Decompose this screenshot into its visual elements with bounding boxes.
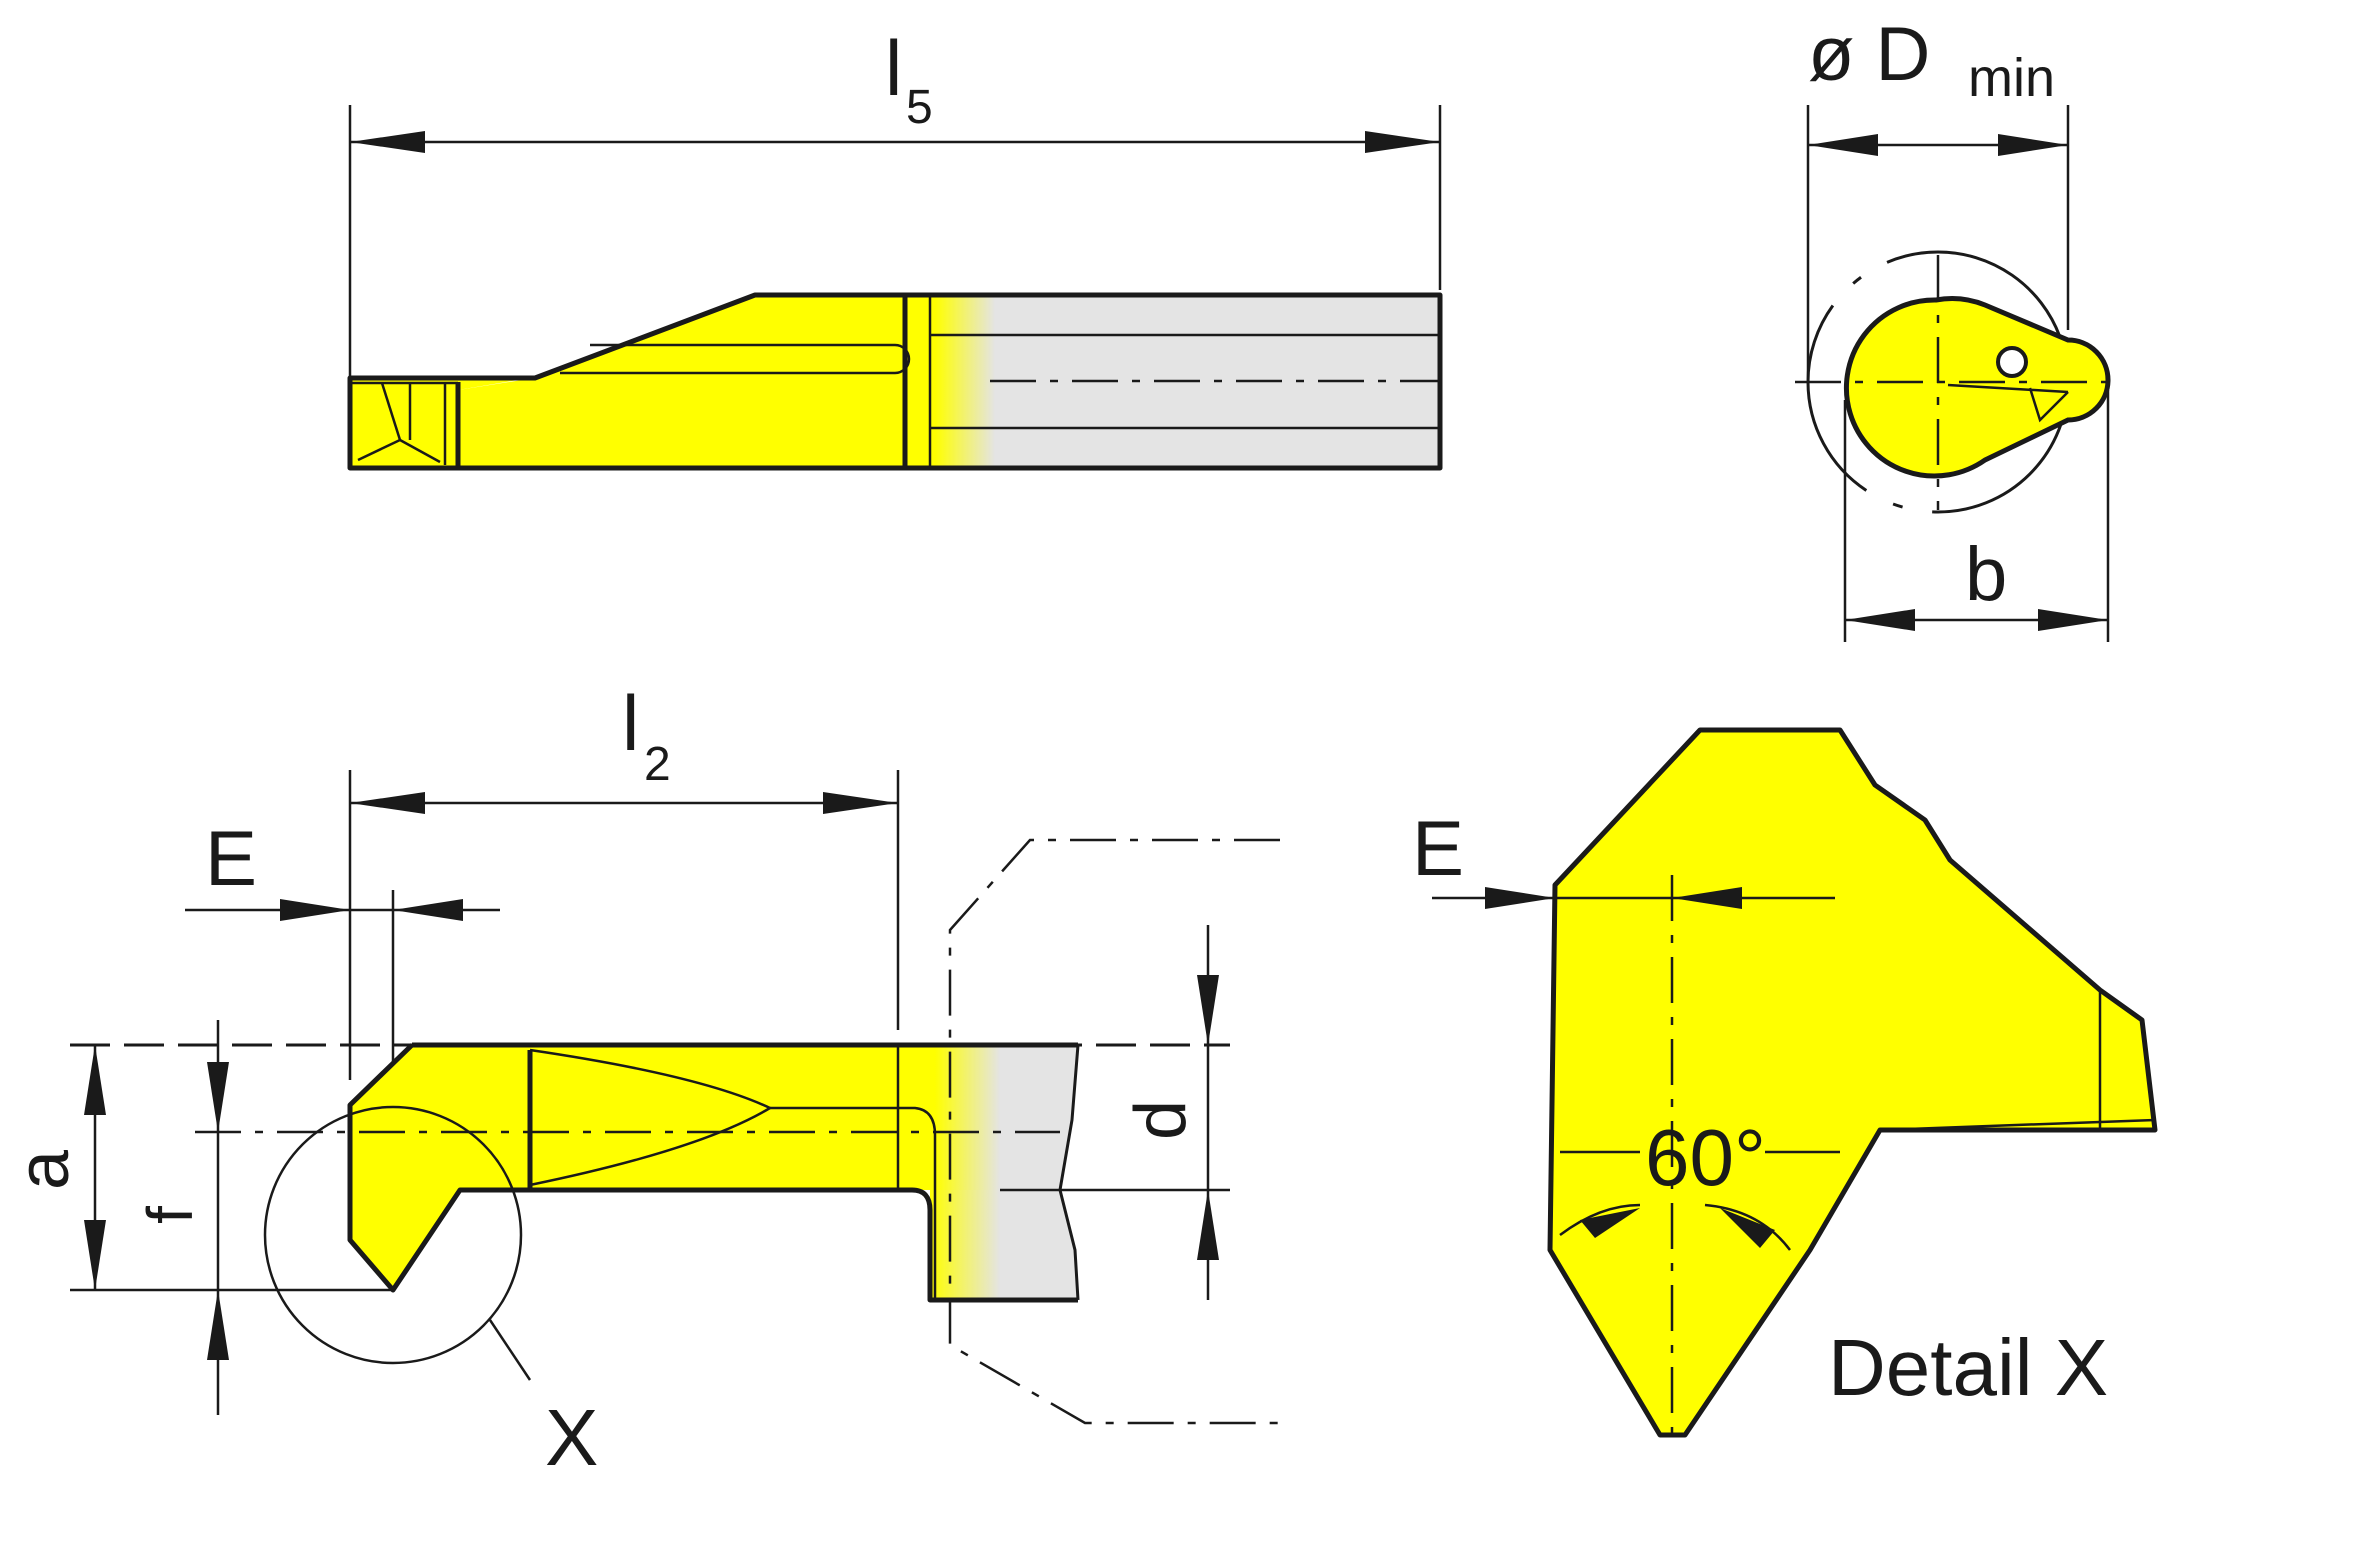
- head-bevel-left: [380, 382, 402, 441]
- a-arrow-top: [84, 1045, 106, 1115]
- x-label: X: [545, 1393, 598, 1482]
- insert-body-face: [458, 295, 935, 468]
- angle-label: 60°: [1645, 1113, 1766, 1202]
- f-arrow-top: [207, 1062, 229, 1132]
- end-view: ø D min b: [1795, 12, 2120, 642]
- angle-arrow-right: [1720, 1208, 1775, 1248]
- head-bevel-right: [399, 438, 441, 464]
- chip-groove: [560, 343, 911, 375]
- f-label: f: [134, 1206, 206, 1224]
- detail-x-leader: [488, 1319, 532, 1381]
- l5-arrow-right: [1365, 131, 1440, 153]
- b-arrow-left: [1845, 609, 1915, 631]
- detail-x-view: E 60° Detail X: [1412, 727, 2158, 1440]
- end-flat-line: [1947, 383, 2069, 394]
- coolant-hole: [1996, 346, 2028, 378]
- e-left-arrow-2: [393, 899, 463, 921]
- e-left-label: E: [205, 814, 257, 902]
- dmin-label: ø D: [1808, 12, 1930, 97]
- dmin-arrow-right: [1998, 134, 2068, 156]
- b-label: b: [1965, 532, 2007, 617]
- a-arrow-bottom: [84, 1220, 106, 1290]
- l5-arrow-left: [350, 131, 425, 153]
- e-detail-arrow-1: [1485, 887, 1555, 909]
- l5-label: l: [885, 24, 902, 112]
- e-detail-label: E: [1412, 804, 1464, 892]
- side-view: l 2 E: [4, 679, 1280, 1482]
- top-view: l 5: [347, 24, 1443, 471]
- insert-head-face: [350, 378, 530, 468]
- head-bevel-left-2: [357, 438, 401, 462]
- shank-transition: [935, 295, 995, 468]
- detail-insert-face: [1547, 727, 2158, 1438]
- l2-subscript: 2: [644, 738, 671, 791]
- l2-arrow-left: [350, 792, 425, 814]
- b-arrow-right: [2038, 609, 2108, 631]
- a-label: a: [4, 1149, 84, 1190]
- d-arrow-bottom: [1197, 1190, 1219, 1260]
- l2-arrow-right: [823, 792, 898, 814]
- angle-arrow-left: [1580, 1208, 1640, 1238]
- side-insert-outline: [347, 1043, 1078, 1303]
- side-groove-line: [770, 1106, 937, 1300]
- e-left-arrow-1: [280, 899, 350, 921]
- bore-outline: [948, 838, 1280, 1425]
- e-detail-arrow-2: [1672, 887, 1742, 909]
- angle-arc-left: [1559, 1203, 1641, 1237]
- f-arrow-bottom: [207, 1290, 229, 1360]
- side-shank-face: [1000, 1045, 1078, 1300]
- detail-title: Detail X: [1828, 1323, 2108, 1412]
- top-view-outline: [347, 292, 1443, 471]
- end-facet: [2028, 387, 2069, 423]
- angle-arc-right: [1704, 1203, 1791, 1251]
- d-label: d: [1121, 1100, 1201, 1140]
- dmin-arrow-left: [1808, 134, 1878, 156]
- d-arrow-top: [1197, 975, 1219, 1045]
- side-step-face: [930, 1190, 1000, 1300]
- detail-flat-line: [1879, 1118, 2156, 1132]
- dmin-subscript: min: [1968, 48, 2055, 108]
- l2-label: l: [622, 679, 639, 767]
- l5-subscript: 5: [906, 81, 933, 134]
- detail-x-circle: [263, 1105, 523, 1365]
